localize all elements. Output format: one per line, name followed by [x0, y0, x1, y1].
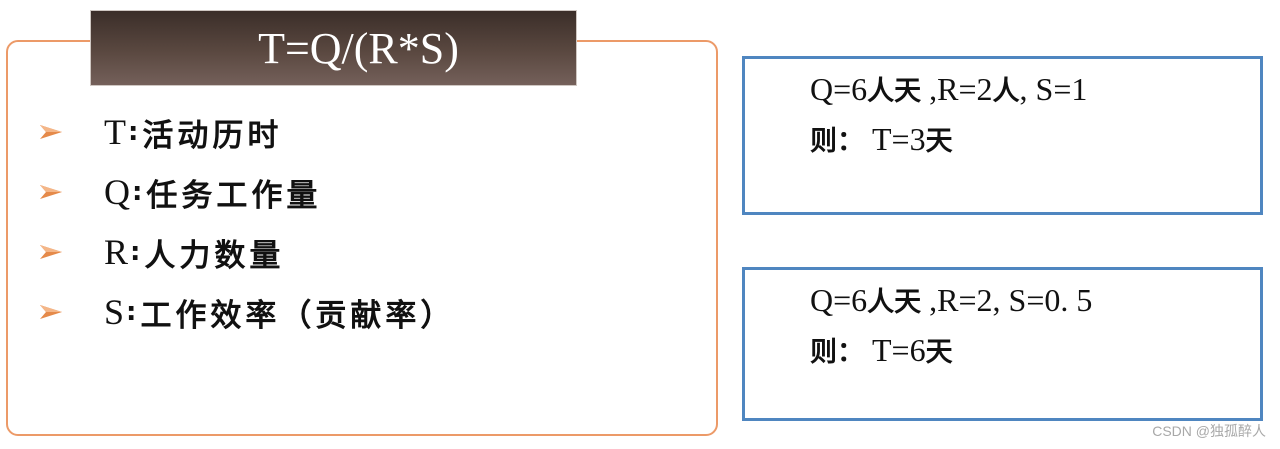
colon: : — [128, 117, 139, 147]
r-unit: 人 — [992, 76, 1020, 107]
formula-title: T=Q/(R*S) — [258, 23, 459, 73]
definition-item: T : 活动历时 — [38, 102, 455, 162]
watermark: CSDN @独孤醉人 — [1152, 423, 1266, 439]
r-value: ,R=2 — [921, 282, 993, 318]
r-value: ,R=2 — [921, 71, 993, 107]
arrow-bullet-icon — [40, 245, 62, 259]
example-inputs: Q=6人天 ,R=2, S=0. 5 — [810, 280, 1092, 319]
definition-item: Q : 任务工作量 — [38, 162, 455, 222]
example-box-1: Q=6人天 ,R=2人, S=1 则： T=3天 — [742, 56, 1263, 215]
definition-var: R — [104, 232, 129, 272]
q-value: Q=6 — [810, 282, 868, 318]
definition-var: S — [104, 292, 125, 332]
example-result: 则： T=6天 — [810, 330, 953, 369]
definition-desc: 工作效率（贡献率） — [140, 297, 456, 334]
result-value: T=3 — [872, 121, 926, 157]
definition-var: Q — [104, 172, 130, 212]
result-unit: 天 — [925, 126, 953, 157]
example-result: 则： T=3天 — [810, 119, 953, 158]
arrow-bullet-icon — [40, 305, 62, 319]
colon: : — [126, 297, 137, 327]
result-label: 则： — [810, 126, 864, 157]
q-value: Q=6 — [810, 71, 868, 107]
definition-var: T — [104, 112, 126, 152]
definition-desc: 任务工作量 — [146, 177, 322, 214]
definition-desc: 活动历时 — [142, 117, 283, 154]
q-unit: 人天 — [867, 287, 922, 318]
example-inputs: Q=6人天 ,R=2人, S=1 — [810, 69, 1087, 108]
definition-item: S : 工作效率（贡献率） — [38, 282, 455, 342]
s-value: , S=0. 5 — [992, 282, 1093, 318]
colon: : — [132, 177, 143, 207]
definitions-list: T : 活动历时 Q : 任务工作量 R : 人力数量 S : 工作效率（贡献率… — [38, 102, 455, 342]
s-value: , S=1 — [1019, 71, 1088, 107]
result-unit: 天 — [925, 337, 953, 368]
arrow-bullet-icon — [40, 185, 62, 199]
formula-title-bar: T=Q/(R*S) — [90, 10, 577, 86]
example-box-2: Q=6人天 ,R=2, S=0. 5 则： T=6天 — [742, 267, 1263, 421]
q-unit: 人天 — [867, 76, 922, 107]
result-value: T=6 — [872, 332, 926, 368]
result-label: 则： — [810, 337, 864, 368]
definition-desc: 人力数量 — [144, 237, 285, 274]
colon: : — [130, 237, 141, 267]
arrow-bullet-icon — [40, 125, 62, 139]
definition-item: R : 人力数量 — [38, 222, 455, 282]
